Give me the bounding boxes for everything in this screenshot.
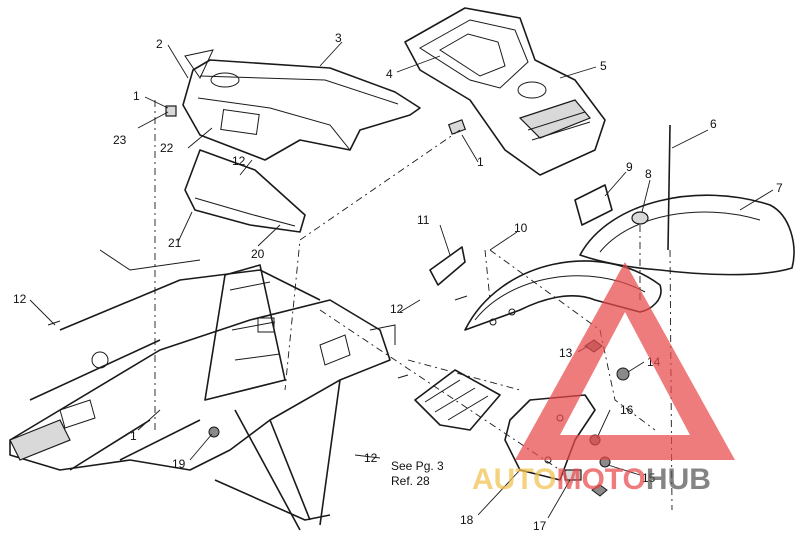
part-decal-9 bbox=[574, 184, 613, 226]
callout-23: 23 bbox=[113, 133, 127, 147]
part-headlight-pod bbox=[404, 7, 606, 176]
callout-18: 18 bbox=[460, 513, 474, 527]
callout-9: 9 bbox=[626, 160, 633, 174]
callout-12b: 12 bbox=[13, 292, 27, 306]
callout-8: 8 bbox=[645, 167, 652, 181]
callout-2: 2 bbox=[156, 37, 163, 51]
callout-13: 13 bbox=[559, 346, 573, 360]
callout-16: 16 bbox=[620, 403, 634, 417]
watermark-text: AUTOMOTOHUB bbox=[472, 463, 711, 496]
watermark-text-part1: AUTO bbox=[472, 463, 556, 496]
callout-10: 10 bbox=[514, 221, 528, 235]
callout-12d: 12 bbox=[364, 451, 378, 465]
callout-4: 4 bbox=[386, 67, 393, 81]
callout-7: 7 bbox=[776, 181, 783, 195]
callout-1b: 1 bbox=[477, 155, 484, 169]
callout-17: 17 bbox=[533, 519, 547, 533]
reference-note: See Pg. 3 Ref. 28 bbox=[391, 459, 444, 488]
callout-6: 6 bbox=[710, 117, 717, 131]
part-front-panel bbox=[182, 49, 421, 161]
watermark-text-part3: HUB bbox=[646, 463, 711, 496]
watermark-triangle-icon bbox=[515, 262, 735, 460]
callout-1c: 1 bbox=[130, 429, 137, 443]
callout-numbers: 1 1 1 2 3 4 5 6 7 8 9 10 11 12 12 12 12 … bbox=[13, 31, 783, 533]
watermark-text-part2: MOTO bbox=[556, 463, 645, 496]
callout-15: 15 bbox=[642, 471, 656, 485]
callout-21: 21 bbox=[168, 236, 182, 250]
part-brackets bbox=[184, 149, 306, 233]
part-footrest bbox=[414, 369, 501, 431]
callout-3: 3 bbox=[335, 31, 342, 45]
callout-12a: 12 bbox=[232, 154, 246, 168]
leader-lines bbox=[29, 41, 774, 519]
callout-20: 20 bbox=[251, 247, 265, 261]
callout-5: 5 bbox=[600, 59, 607, 73]
callout-19: 19 bbox=[172, 457, 186, 471]
part-decal-11 bbox=[429, 246, 466, 286]
callout-12c: 12 bbox=[390, 302, 404, 316]
part-rear-fender bbox=[579, 194, 795, 276]
watermark-logo: AUTOMOTOHUB bbox=[472, 262, 735, 496]
part-rod-6 bbox=[667, 124, 671, 251]
callout-1a: 1 bbox=[133, 89, 140, 103]
part-frame bbox=[9, 249, 396, 531]
callout-22: 22 bbox=[160, 141, 174, 155]
callout-11: 11 bbox=[417, 213, 430, 227]
